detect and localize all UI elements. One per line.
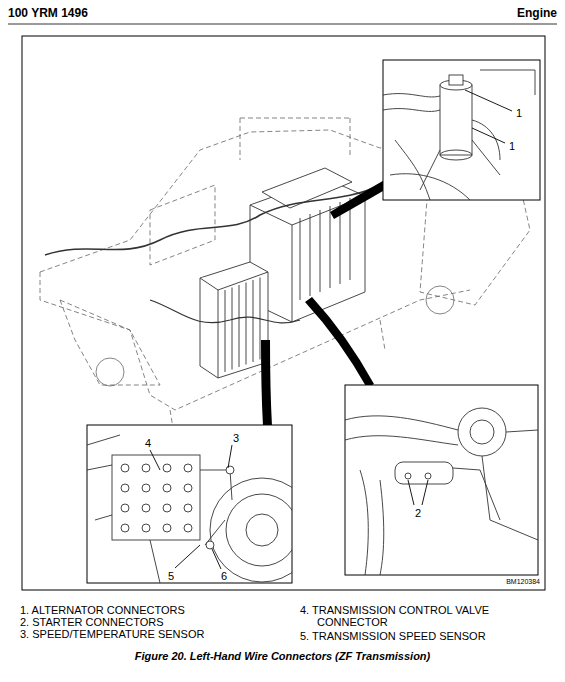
key-item: 4. TRANSMISSION CONTROL VALVE CONNECTOR [300,604,547,628]
engine-rib [330,206,331,288]
figure-caption: Figure 20. Left-Hand Wire Connectors (ZF… [0,650,565,662]
leader-line [228,445,232,468]
leader-line [472,128,505,143]
valve-bolt [184,524,192,532]
detail-inset [345,385,538,575]
engine-rib [310,214,311,296]
valve-bolt [142,484,150,492]
view-arrow [305,297,374,388]
valve-bolt [142,524,150,532]
housing-rib [239,285,240,367]
detail-inset [383,60,540,200]
engine-rib [350,198,351,280]
callout-number: 5 [166,570,176,582]
valve-bolt [121,504,129,512]
view-arrow [261,340,272,426]
figure-frame [22,36,545,590]
valve-bolt [163,484,171,492]
valve-bolt [184,484,192,492]
valve-bolt [142,464,150,472]
callout-number: 6 [219,570,229,582]
valve-bolt [184,504,192,512]
callout-number: 2 [413,507,423,519]
transmission [200,262,268,378]
leader-line [465,90,512,111]
valve-bolt [163,464,171,472]
valve-bolt [121,524,129,532]
key-item: 5. TRANSMISSION SPEED SENSOR [300,630,486,642]
leader-line [175,545,200,568]
leader-line [408,480,414,505]
callout-number: 4 [143,437,153,449]
callout-number: 3 [231,432,241,444]
alternator-detail [383,70,535,200]
document-number: 100 YRM 1496 [8,7,88,20]
valve-bolt [121,464,129,472]
engine-rib [300,218,301,300]
housing-rib [225,290,226,372]
housing-rib [253,280,254,362]
valve-bolt [184,464,192,472]
callout-number: 1 [507,140,517,152]
valve-bolt [163,504,171,512]
engine-rib [320,210,321,292]
leader-line [212,549,221,569]
housing-rib [246,283,247,365]
header-rule [8,24,557,25]
key-item: 3. SPEED/TEMPERATURE SENSOR [20,628,204,640]
section-name: Engine [517,7,557,20]
wire-harness [150,300,300,323]
figure-id: BM120384 [506,578,540,586]
leader-line [422,480,428,505]
transmission-detail [87,435,292,583]
detail-inset [87,425,292,583]
leader-line [150,450,160,470]
valve-bolt [121,484,129,492]
starter-detail [345,408,538,575]
callout-number: 1 [514,107,524,119]
key-item: 2. STARTER CONNECTORS [20,616,164,628]
housing-rib [232,288,233,370]
valve-bolt [142,504,150,512]
key-item: 1. ALTERNATOR CONNECTORS [20,604,185,616]
valve-bolt [163,524,171,532]
